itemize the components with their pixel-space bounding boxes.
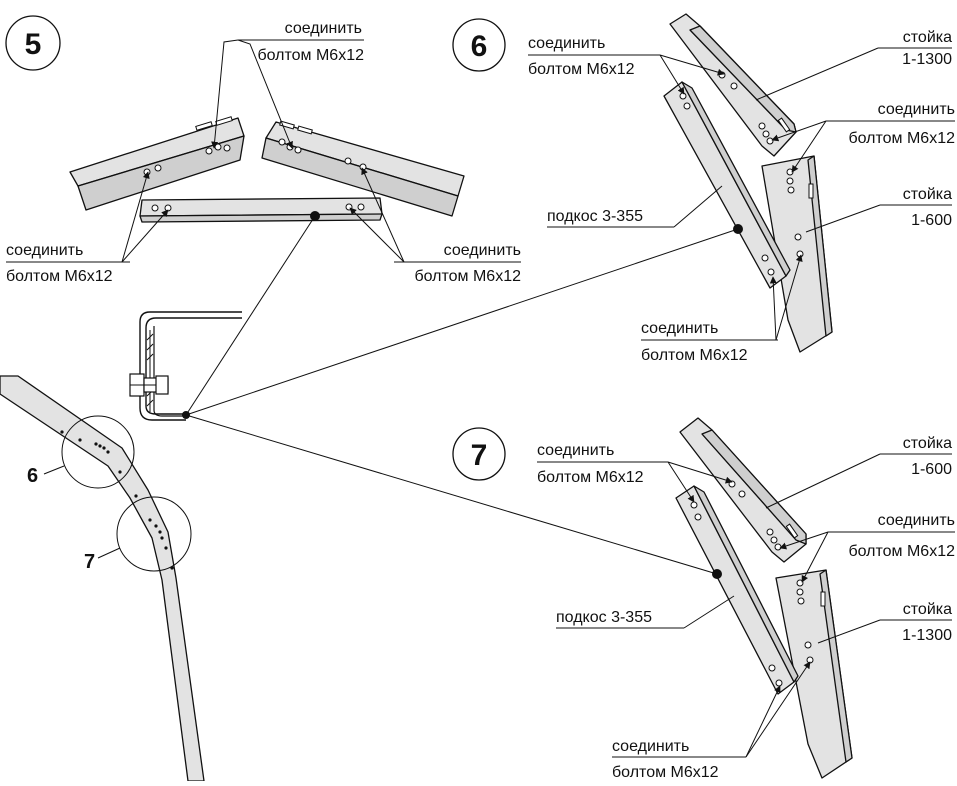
step5-left-bolt-label: болтом М6х12	[6, 268, 113, 285]
step7-brace-callout: подкос 3-355	[556, 595, 735, 629]
step5-left-connect-label: соединить	[6, 242, 83, 259]
step7-stand-size-label: 1-600	[911, 461, 952, 478]
step7-top-left-callout: соединить болтом М6х12	[537, 442, 733, 503]
step7-bottom-connect-label: соединить	[612, 738, 689, 755]
step-7-marker	[452, 427, 506, 481]
step6-stand600-label: стойка	[903, 186, 952, 203]
step6-stand1300-callout: стойка 1-1300	[755, 29, 952, 101]
step6-stand-1300	[669, 13, 797, 157]
step7-connect-label: соединить	[537, 442, 614, 459]
step6-top-left-callout: соединить болтом М6х12	[528, 35, 725, 95]
step6-stand-size-label: 1-1300	[902, 51, 952, 68]
step6-bottom-connect-label: соединить	[641, 320, 718, 337]
frame-overview: 6 7	[0, 375, 205, 782]
step-7-group: 7	[452, 417, 955, 781]
step6-brace-callout: подкос 3-355	[547, 185, 723, 228]
step5-bottom-bar	[139, 197, 383, 223]
step6-stand-label: стойка	[903, 29, 952, 46]
step5-right-callout: соединить болтом М6х12	[349, 167, 521, 285]
step6-brace-label: подкос 3-355	[547, 208, 643, 225]
step5-right-connect-label: соединить	[444, 242, 521, 259]
step7-bolt-label: болтом М6х12	[537, 469, 644, 486]
step6-stand600-size-label: 1-600	[911, 212, 952, 229]
step7-stand600-callout: стойка 1-600	[765, 435, 952, 509]
step7-brace-label: подкос 3-355	[556, 609, 652, 626]
step6-stand-600	[761, 155, 833, 353]
step7-stand1300-callout: стойка 1-1300	[817, 601, 952, 644]
step7-right-callout: соединить болтом М6х12	[779, 512, 955, 583]
step6-right-callout: соединить болтом М6х12	[771, 101, 955, 173]
detail-6-number: 6	[27, 465, 38, 487]
detail-7-number: 7	[84, 551, 95, 573]
step7-right-connect-label: соединить	[878, 512, 955, 529]
joint-cross-section	[129, 215, 739, 575]
step6-bottom-bolt-label: болтом М6х12	[641, 347, 748, 364]
step5-top-bolt-label: болтом М6х12	[257, 47, 364, 64]
step5-top-callout: соединить болтом М6х12	[211, 20, 364, 149]
step5-left-callout: соединить болтом М6х12	[6, 171, 169, 285]
step-6-marker	[452, 18, 506, 72]
step7-stand-600	[679, 417, 807, 563]
step7-stand-label: стойка	[903, 435, 952, 452]
step-7-number: 7	[471, 439, 488, 472]
step6-bolt-label: болтом М6х12	[528, 61, 635, 78]
step5-top-connect-label: соединить	[285, 20, 362, 37]
step6-right-bolt-label: болтом М6х12	[848, 130, 955, 147]
step5-right-bolt-label: болтом М6х12	[414, 268, 521, 285]
step7-stand1300-label: стойка	[903, 601, 952, 618]
step7-right-bolt-label: болтом М6х12	[848, 543, 955, 560]
step7-bottom-callout: соединить болтом М6х12	[612, 661, 811, 781]
step6-bottom-callout: соединить болтом М6х12	[641, 254, 803, 364]
step-5-marker	[5, 15, 61, 71]
step6-stand600-callout: стойка 1-600	[805, 186, 952, 233]
step-6-group: 6	[452, 13, 955, 364]
step7-brace	[675, 485, 799, 695]
step-6-number: 6	[471, 30, 488, 63]
step7-stand1300-size-label: 1-1300	[902, 627, 952, 644]
detail-7-circle	[116, 496, 192, 572]
step-5-number: 5	[25, 28, 42, 61]
step7-bottom-bolt-label: болтом М6х12	[612, 764, 719, 781]
step6-right-connect-label: соединить	[878, 101, 955, 118]
step6-brace	[663, 81, 791, 289]
step5-left-profile	[69, 116, 245, 211]
step-5-group: 5	[5, 15, 521, 285]
detail-6-circle	[61, 415, 135, 489]
step6-connect-label: соединить	[528, 35, 605, 52]
